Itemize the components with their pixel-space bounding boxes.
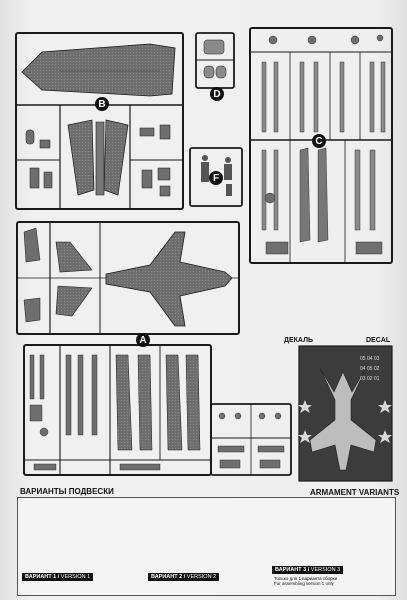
- sprue-b-tag: B: [95, 97, 109, 111]
- version-1-en: VERSION 1: [60, 574, 91, 580]
- sprue-wings: [16, 221, 240, 335]
- version-3-label: ВАРИАНТ 3 / VERSION 3: [272, 566, 344, 574]
- armament-title-en: ARMAMENT VARIANTS: [310, 488, 400, 497]
- version-3-note-ru: Только для 1 варианта сборки: [274, 576, 338, 581]
- sprue-c: [249, 27, 393, 264]
- armament-variants-panel: [17, 497, 396, 596]
- version-2-label: ВАРИАНТ 2 / VERSION 2: [148, 573, 220, 581]
- sprue-small-parts: [210, 403, 292, 476]
- decal-label-ru: ДЕКАЛЬ: [284, 337, 314, 344]
- version-3-note-en: For assembling version 1 only: [274, 581, 334, 586]
- svg-text:05 04 03: 05 04 03: [360, 356, 380, 362]
- sprue-f: [189, 147, 243, 207]
- sprue-c-tag: C: [312, 134, 326, 148]
- sprue-a-tag: A: [136, 333, 150, 347]
- armament-title-ru: ВАРИАНТЫ ПОДВЕСКИ: [20, 487, 114, 496]
- version-1-ru: ВАРИАНТ 1: [25, 574, 57, 580]
- sprue-b: [15, 32, 184, 210]
- version-2-en: VERSION 2: [186, 574, 217, 580]
- decal-sheet: 05 04 03 04 05 02 03 02 01: [298, 345, 393, 482]
- sprue-d-tag: D: [210, 87, 224, 101]
- version-3-ru: ВАРИАНТ 3: [275, 567, 307, 573]
- version-2-ru: ВАРИАНТ 2: [151, 574, 183, 580]
- svg-text:03 02 01: 03 02 01: [360, 376, 380, 382]
- version-3-en: VERSION 3: [310, 567, 341, 573]
- svg-text:04 05 02: 04 05 02: [360, 366, 380, 372]
- sprue-a: [23, 344, 212, 476]
- sprue-f-tag: F: [209, 171, 223, 185]
- decal-label-en: DECAL: [366, 337, 391, 344]
- version-1-label: ВАРИАНТ 1 / VERSION 1: [22, 573, 94, 581]
- sprue-d: [195, 32, 235, 89]
- version-3-note: Только для 1 варианта сборки For assembl…: [274, 576, 337, 586]
